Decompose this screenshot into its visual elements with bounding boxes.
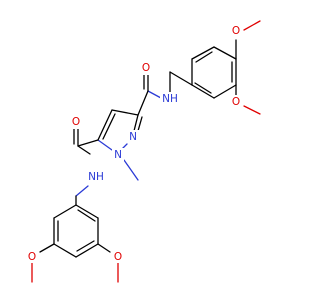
bond-ring-b-4 xyxy=(53,243,77,258)
atom-labels: O O O NH N N O NH O O xyxy=(26,24,242,263)
bond-ring-a-6-inner xyxy=(195,51,213,63)
bond-ring-a-1 xyxy=(213,46,237,60)
bond-ring-b-to-o-right xyxy=(97,243,111,253)
bond-ring-a-4-inner xyxy=(194,82,212,94)
nh-label: NH xyxy=(162,93,178,105)
oxygen-label: O xyxy=(232,25,240,37)
bond-c5-to-c4 xyxy=(97,109,113,141)
bond-c3-to-n2-double xyxy=(137,116,143,132)
nitrogen-label: N xyxy=(129,131,137,143)
oxygen-label: O xyxy=(114,251,122,263)
bond-c5-to-c4-double xyxy=(102,113,116,140)
bond-ring-b-1-inner xyxy=(77,209,96,222)
bond-ring-b-6 xyxy=(53,204,77,219)
bond-o-right-to-ch3 xyxy=(243,105,261,115)
oxygen-label: O xyxy=(142,62,150,74)
bond-c4-to-c3 xyxy=(111,109,139,116)
bond-ring-a-to-ch2-top xyxy=(169,71,193,86)
bond-c-amide-top-to-c3 xyxy=(137,90,149,116)
bond-ring-a-4 xyxy=(191,84,215,99)
bond-ring-a-6 xyxy=(191,46,215,60)
bond-o-top-to-ch3 xyxy=(243,20,261,31)
nitrogen-label: N xyxy=(114,149,122,161)
molecule-structure-diagram: O O O NH N N O NH O O xyxy=(26,20,261,283)
bond-c3-to-n2 xyxy=(133,114,139,132)
bond-ring-b-1 xyxy=(75,204,99,219)
bond-ring-b-3-inner xyxy=(76,240,95,252)
oxygen-label: O xyxy=(28,251,36,263)
bond-ring-b-3 xyxy=(75,243,99,258)
bond-c-amide-left-to-nh xyxy=(77,145,91,155)
bond-n1-to-c5 xyxy=(97,139,113,151)
nh-label: NH xyxy=(88,171,104,183)
bond-n1-to-methyl xyxy=(123,159,139,181)
bond-c5-to-c-amide-left xyxy=(77,139,99,147)
oxygen-label: O xyxy=(72,116,80,128)
bond-ring-b-to-o-left xyxy=(39,243,55,253)
bond-nh-top-to-c-amide-top xyxy=(147,90,162,99)
bond-ring-a-3 xyxy=(213,84,237,99)
bonds xyxy=(31,20,261,283)
bond-nh-left-to-ch2 xyxy=(75,185,89,197)
oxygen-label: O xyxy=(232,96,240,108)
